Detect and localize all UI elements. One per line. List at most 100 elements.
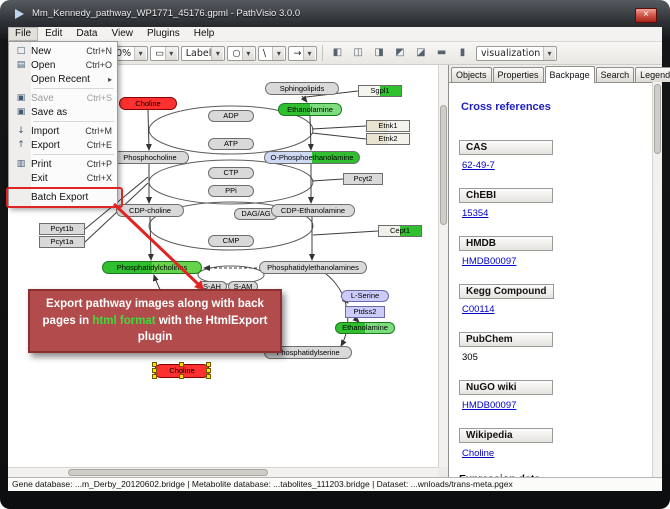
section-header-hmdb[interactable]: HMDB: [459, 236, 553, 251]
node-label: DAG/AG: [241, 209, 271, 219]
pathway-node-adp[interactable]: ADP: [208, 110, 254, 122]
tab-backpage[interactable]: Backpage: [544, 66, 595, 83]
selection-handle-icon[interactable]: [206, 368, 211, 373]
pathway-node-sphingolipids[interactable]: Sphingolipids: [265, 82, 339, 95]
crossref-link[interactable]: 62-49-7: [462, 160, 495, 171]
pathway-node-cdp-choline[interactable]: CDP-choline: [116, 204, 184, 217]
common-height-button[interactable]: ▮: [459, 46, 466, 58]
menu-file[interactable]: File: [8, 27, 39, 41]
pathway-node-cept1[interactable]: Cept1: [378, 225, 422, 237]
section-header-nugo-wiki[interactable]: NuGO wiki: [459, 380, 553, 395]
file-menu-item-save-as[interactable]: ▣Save as: [9, 105, 117, 119]
align-center-button[interactable]: ◫: [353, 46, 363, 58]
tab-properties[interactable]: Properties: [492, 67, 544, 82]
menu-edit[interactable]: Edit: [45, 28, 63, 39]
node-label: Etnk1: [378, 121, 398, 131]
pathway-node-ethanolamine-top[interactable]: Ethanolamine: [278, 103, 342, 116]
section-header-kegg-compound[interactable]: Kegg Compound: [459, 284, 554, 299]
sidebar-scroll-thumb[interactable]: [654, 84, 661, 154]
shape-tool-combo-value: ○: [232, 47, 241, 59]
pathway-node-etnk1[interactable]: Etnk1: [366, 120, 410, 132]
callout-text-before: Export pathway images along with back pa…: [42, 298, 264, 327]
canvas-vertical-scrollbar[interactable]: [438, 65, 448, 467]
canvas-vscroll-thumb[interactable]: [440, 105, 447, 225]
section-header-chebi[interactable]: ChEBI: [459, 188, 553, 203]
datanode-tool-combo[interactable]: ▭▾: [150, 45, 179, 61]
tab-search[interactable]: Search: [595, 67, 635, 82]
crossref-link[interactable]: 15354: [462, 208, 489, 219]
pathway-node-ethanolamine-bottom[interactable]: Ethanolamine: [335, 322, 395, 334]
menu-item-shortcut: Ctrl+S: [86, 93, 112, 103]
align-left-button[interactable]: ◧: [332, 46, 343, 58]
connector-tool-combo[interactable]: →▾: [288, 45, 317, 61]
menu-help[interactable]: Help: [193, 28, 215, 39]
pathway-node-pcyt1b[interactable]: Pcyt1b: [39, 223, 85, 235]
pathway-node-o-phosphoethanolamine[interactable]: O-Phosphoethanolamine: [264, 151, 360, 164]
crossref-value: 305: [462, 352, 478, 363]
file-menu-item-batch-export[interactable]: Batch Export: [9, 190, 117, 204]
canvas-horizontal-scrollbar[interactable]: [8, 467, 438, 477]
label-tool-combo[interactable]: Label▾: [180, 45, 226, 61]
crossref-link[interactable]: C00114: [462, 304, 495, 315]
pathway-node-etnk2[interactable]: Etnk2: [366, 133, 410, 145]
node-label: CMP: [222, 236, 240, 246]
visualization-combo[interactable]: visualization▾: [475, 45, 557, 61]
menu-item-shortcut: Ctrl+O: [85, 60, 112, 70]
expression-data-heading: Expression data: [459, 473, 642, 477]
pathway-node-choline-selected[interactable]: Choline: [152, 362, 211, 379]
selection-handle-icon[interactable]: [152, 362, 157, 367]
menu-data[interactable]: Data: [76, 28, 98, 39]
annotation-callout: Export pathway images along with back pa…: [28, 289, 282, 354]
menu-view[interactable]: View: [111, 28, 133, 39]
chevron-down-icon: ▾: [164, 46, 177, 60]
align-bottom-button[interactable]: ◪: [416, 46, 426, 58]
crossref-link[interactable]: Choline: [462, 448, 495, 459]
align-right-button[interactable]: ◨: [374, 46, 384, 58]
sidebar-scrollbar[interactable]: [652, 82, 662, 477]
pathway-node-cmp[interactable]: CMP: [208, 235, 254, 247]
pathway-node-atp[interactable]: ATP: [208, 138, 254, 150]
selection-handle-icon[interactable]: [179, 374, 184, 379]
tab-objects[interactable]: Objects: [451, 67, 492, 82]
crossref-link[interactable]: HMDB00097: [462, 400, 517, 411]
selection-handle-icon[interactable]: [206, 374, 211, 379]
section-header-cas[interactable]: CAS: [459, 140, 553, 155]
selection-handle-icon[interactable]: [152, 374, 157, 379]
pathway-node-pcyt1a[interactable]: Pcyt1a: [39, 236, 85, 248]
shape-tool-combo[interactable]: ○▾: [227, 45, 256, 61]
section-header-pubchem[interactable]: PubChem: [459, 332, 553, 347]
close-button[interactable]: ×: [635, 8, 657, 23]
section-header-wikipedia[interactable]: Wikipedia: [459, 428, 553, 443]
pathway-node-ppi[interactable]: PPi: [208, 185, 254, 197]
align-top-button[interactable]: ◩: [395, 46, 405, 58]
line-tool-combo[interactable]: \▾: [257, 45, 287, 61]
pathway-node-ptdss2[interactable]: Ptdss2: [345, 306, 385, 318]
tab-legend[interactable]: Legend: [635, 67, 670, 82]
pathway-node-choline-top[interactable]: Choline: [119, 97, 177, 110]
pathway-node-phosphocholine[interactable]: Phosphocholine: [111, 151, 189, 164]
pathway-node-cdp-ethanolamine[interactable]: CDP-Ethanolamine: [271, 204, 355, 217]
pathway-node-ctp[interactable]: CTP: [208, 167, 254, 179]
selection-handle-icon[interactable]: [179, 362, 184, 367]
crossref-link[interactable]: HMDB00097: [462, 256, 517, 267]
pathway-node-l-serine[interactable]: L-Serine: [341, 290, 389, 302]
canvas-hscroll-thumb[interactable]: [68, 469, 268, 476]
menu-plugins[interactable]: Plugins: [146, 28, 180, 39]
node-label: Choline: [135, 98, 161, 108]
pathway-node-sgpl1[interactable]: Sgpl1: [358, 85, 402, 97]
pathway-node-pcyt2[interactable]: Pcyt2: [343, 173, 383, 185]
selection-handle-icon[interactable]: [206, 362, 211, 367]
file-menu-item-open-recent[interactable]: Open Recent▸: [9, 72, 117, 86]
common-width-button[interactable]: ▬: [436, 46, 447, 58]
pathway-node-phosphatidylcholines[interactable]: Phosphatidylcholines: [102, 261, 202, 274]
pathway-node-phosphatidylethanolamines[interactable]: Phosphatidylethanolamines: [259, 261, 367, 274]
selection-handle-icon[interactable]: [152, 368, 157, 373]
